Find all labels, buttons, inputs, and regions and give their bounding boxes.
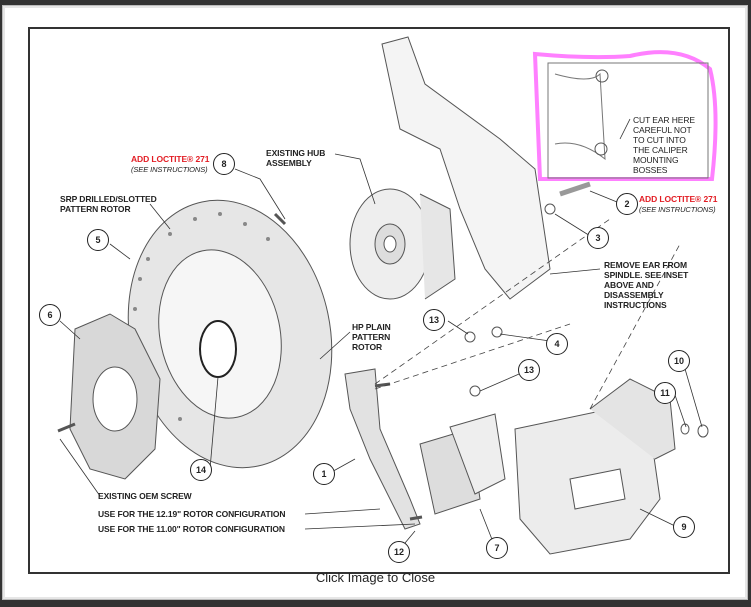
callout-6: 6 — [39, 304, 61, 326]
callout-8: 8 — [213, 153, 235, 175]
callout-2: 2 — [616, 193, 638, 215]
loctite-text: ADD LOCTITE® 271 — [639, 194, 718, 204]
callout-5: 5 — [87, 229, 109, 251]
hub-line: ASSEMBLY — [266, 158, 312, 168]
callout-1: 1 — [313, 463, 335, 485]
rotor-hat-bore — [199, 320, 237, 378]
remove-ear-line: INSTRUCTIONS — [604, 300, 667, 310]
srp-line: PATTERN ROTOR — [60, 204, 131, 214]
inset-box — [547, 62, 709, 179]
inset-highlight — [532, 50, 718, 181]
inset-line: CAREFUL NOT — [633, 125, 692, 135]
hp-line: ROTOR — [352, 342, 383, 352]
spindle — [381, 36, 551, 300]
bolt-2 — [559, 181, 591, 197]
see-instructions-text: (SEE INSTRUCTIONS) — [131, 165, 208, 174]
screw-oem — [57, 422, 76, 433]
inset-line: MOUNTING — [633, 155, 679, 165]
inset-line: THE CALIPER — [633, 145, 688, 155]
config-1100-label: USE FOR THE 11.00" ROTOR CONFIGURATION — [98, 524, 285, 534]
oem-screw-label: EXISTING OEM SCREW — [98, 491, 192, 501]
lightbox-popup: ADD LOCTITE® 271(SEE INSTRUCTIONS) EXIST… — [2, 5, 748, 600]
inset-line: BOSSES — [633, 165, 668, 175]
callout-14: 14 — [190, 459, 212, 481]
callout-11: 11 — [654, 382, 676, 404]
brake-kit-diagram — [57, 36, 718, 555]
callout-13: 13 — [423, 309, 445, 331]
hp-line: HP PLAIN — [352, 322, 391, 332]
see-instructions-text: (SEE INSTRUCTIONS) — [639, 205, 716, 214]
inset-line: TO CUT INTO — [633, 135, 686, 145]
hp-line: PATTERN — [352, 332, 391, 342]
callout-13: 13 — [518, 359, 540, 381]
inset-line: CUT EAR HERE — [633, 115, 695, 125]
close-caption[interactable]: Click Image to Close — [315, 570, 436, 585]
callout-12: 12 — [388, 541, 410, 563]
remove-ear-line: SPINDLE. SEE INSET — [604, 270, 689, 280]
callout-3: 3 — [587, 227, 609, 249]
callout-4: 4 — [546, 333, 568, 355]
loctite-label-top: ADD LOCTITE® 271(SEE INSTRUCTIONS) — [131, 154, 209, 175]
loctite-text: ADD LOCTITE® 271 — [131, 154, 210, 164]
loctite-label-right: ADD LOCTITE® 271(SEE INSTRUCTIONS) — [639, 194, 717, 215]
callout-7: 7 — [486, 537, 508, 559]
config-1219-label: USE FOR THE 12.19" ROTOR CONFIGURATION — [98, 509, 286, 519]
remove-ear-line: REMOVE EAR FROM — [604, 260, 688, 270]
diagram-image[interactable]: ADD LOCTITE® 271(SEE INSTRUCTIONS) EXIST… — [28, 27, 730, 574]
callout-10: 10 — [668, 350, 690, 372]
hub-line: EXISTING HUB — [266, 148, 326, 158]
screw-8 — [273, 212, 287, 226]
remove-ear-line: DISASSEMBLY — [604, 290, 664, 300]
callout-9: 9 — [673, 516, 695, 538]
remove-ear-line: ABOVE AND — [604, 280, 654, 290]
caliper-bracket — [344, 368, 421, 530]
srp-line: SRP DRILLED/SLOTTED — [60, 194, 157, 204]
